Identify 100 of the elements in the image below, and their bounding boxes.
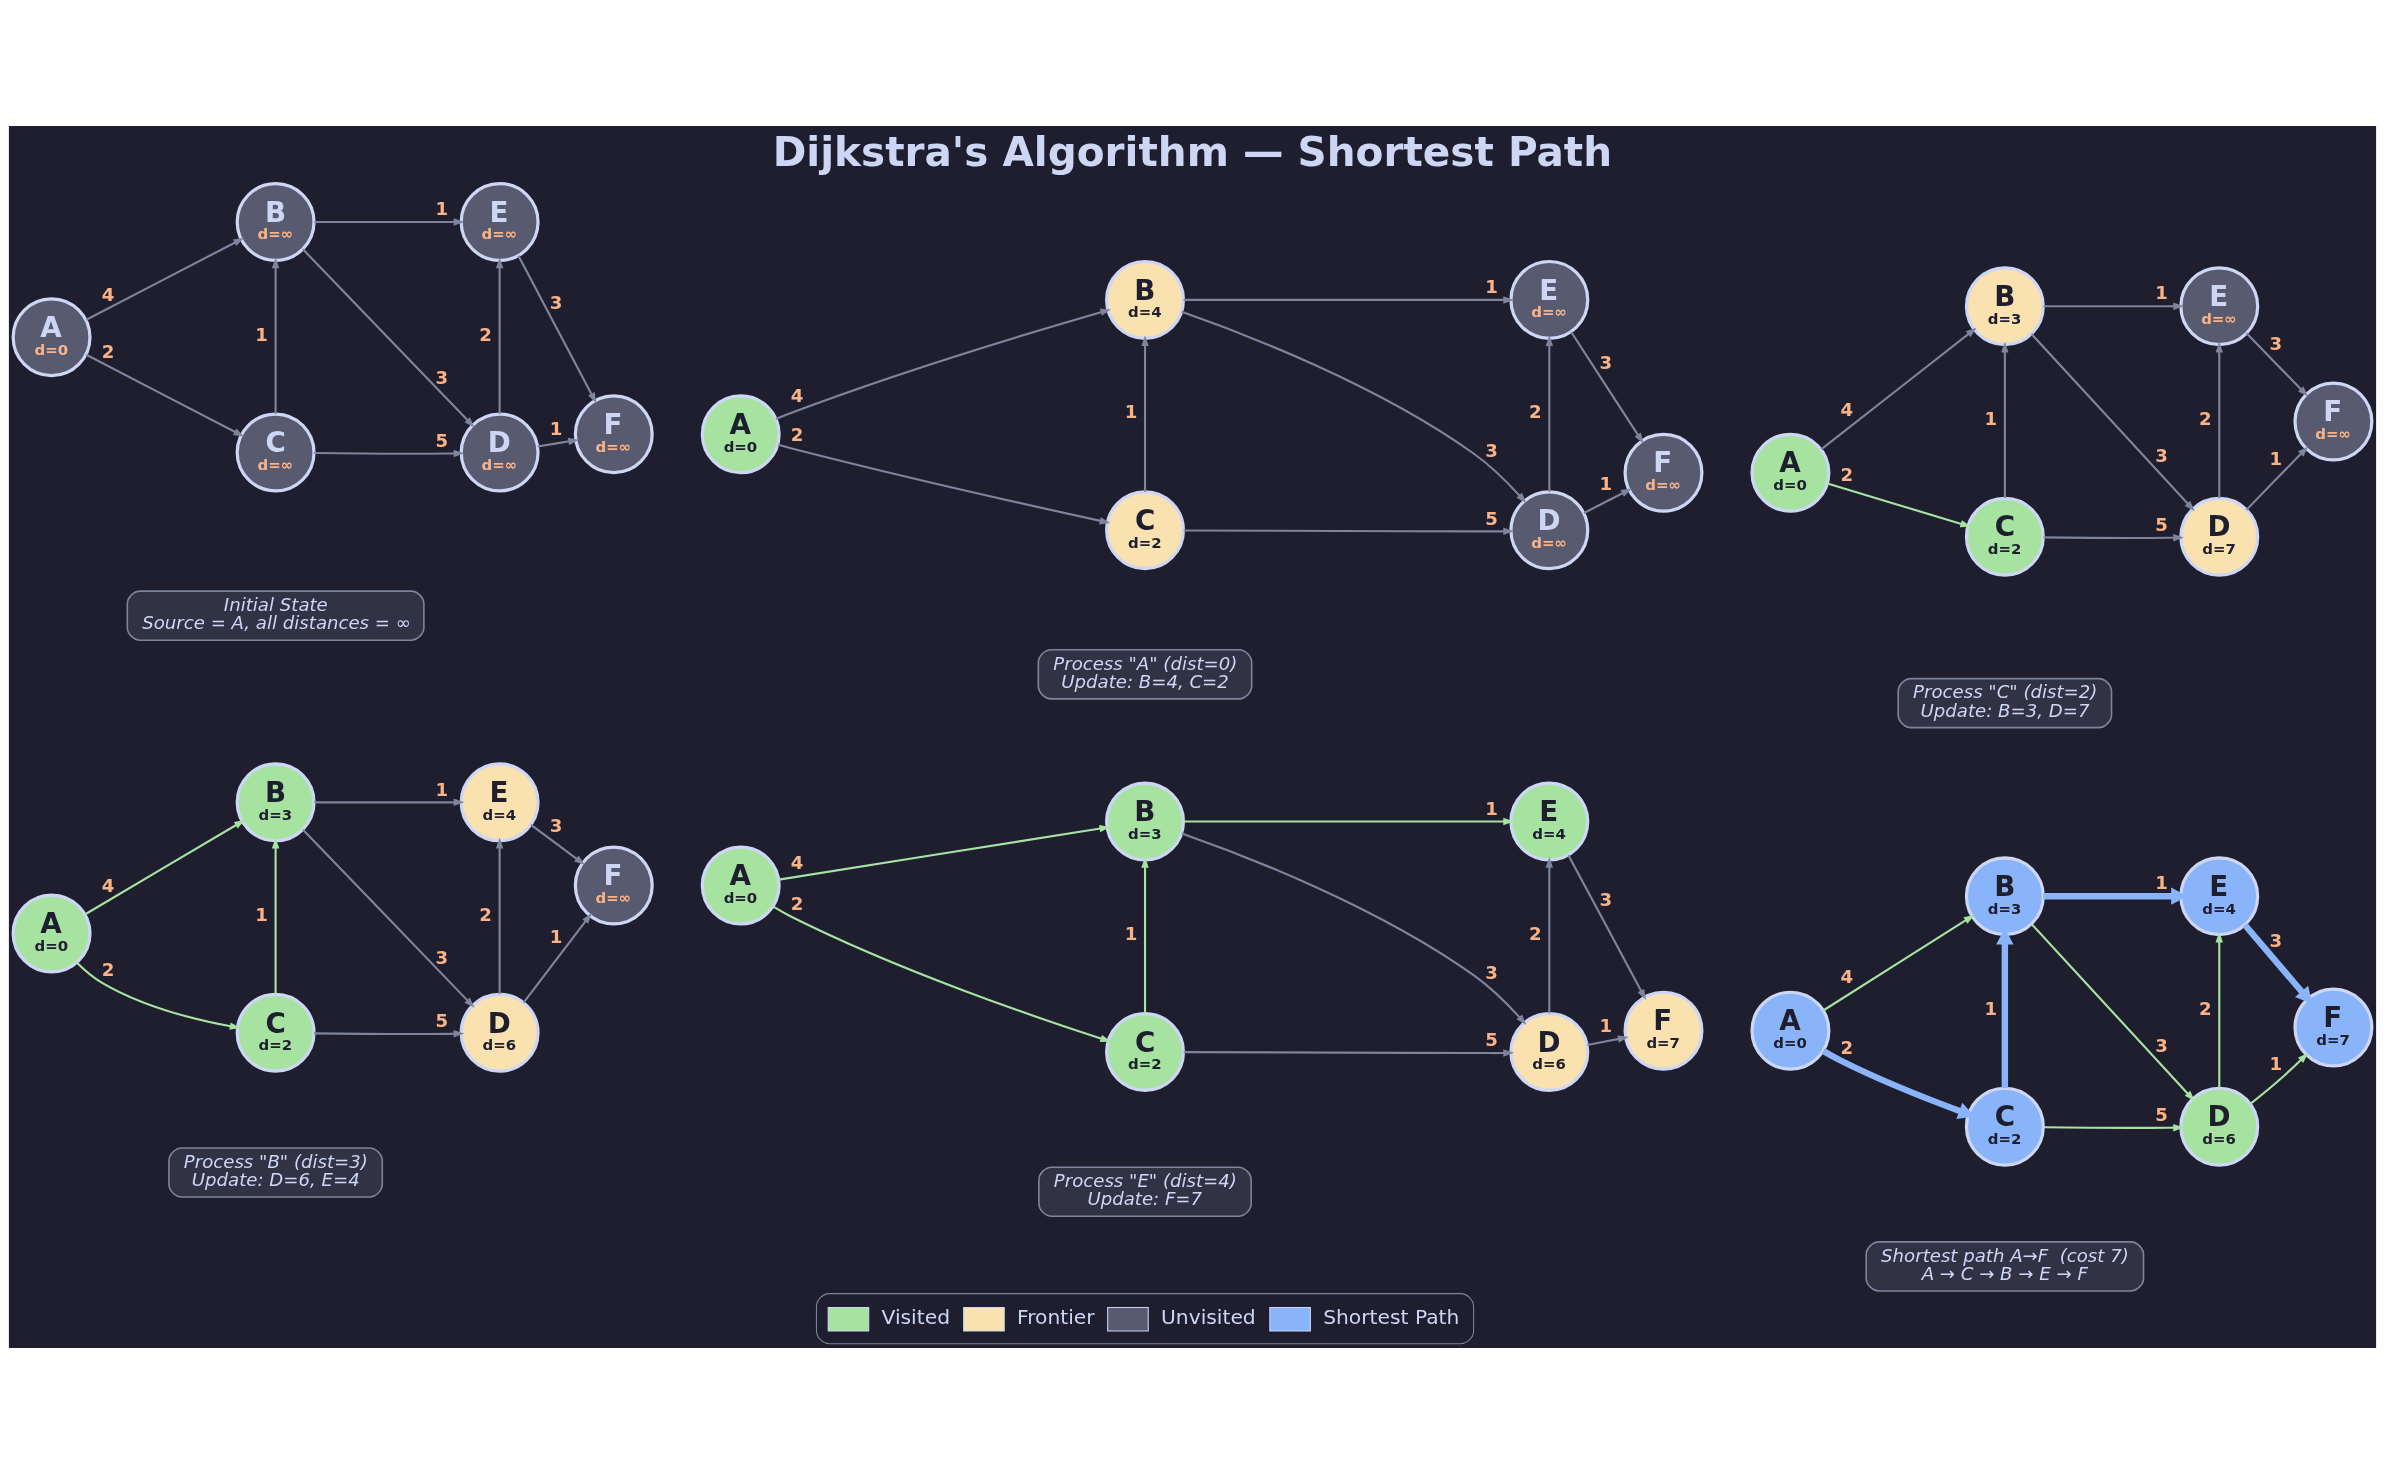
arrow [1820,327,1977,450]
arrow [778,824,1111,881]
legend-label: Shortest Path [1323,1304,1460,1329]
node-box: Process "C" (dist=2) Update: B=3, D=7 [1897,677,2113,728]
edge-label: 1 [1485,797,1498,819]
node-circle: C d=∞ [235,411,316,492]
node-circle: A d=0 [11,893,92,974]
edge-label: 3 [2155,1034,2168,1056]
arrow [76,961,241,1030]
arrow [1183,1048,1514,1057]
edge-label: 4 [790,851,804,873]
arrow [302,828,475,1008]
node-circle: E d=∞ [2179,265,2260,346]
node-circle: D d=∞ [459,411,540,492]
node-circle: F d=∞ [2293,381,2374,461]
arrow [1183,527,1514,535]
edge-label: 3 [1485,439,1498,461]
node-circle: B d=∞ [235,181,316,262]
edge-label: 3 [1599,888,1613,910]
node-circle: D d=6 [2179,1086,2260,1167]
edge-label: 1 [1124,922,1138,944]
edge-label: 2 [101,958,115,980]
arrow [530,823,585,865]
edge-label: 1 [1599,472,1613,494]
edge-label: 2 [1529,922,1542,944]
node-circle: D d=6 [459,992,540,1073]
arrow [495,256,504,414]
edge-label: 2 [479,323,492,345]
edge-label: 1 [2269,1052,2283,1074]
arrow [314,798,465,806]
arrow [2030,922,2195,1101]
legend-label: Unvisited [1161,1304,1256,1329]
node-circle: C d=2 [1964,1086,2045,1167]
edge-label: 5 [435,429,449,451]
arrow [314,449,465,457]
arrow [2043,533,2184,541]
node-circle: B d=4 [1105,259,1186,340]
edge-label: 4 [1840,965,1854,987]
edge-label: 2 [790,423,804,445]
arrow [537,437,579,447]
arrow [1587,1034,1629,1046]
node-box: Process "E" (dist=4) Update: F=7 [1038,1165,1252,1217]
node-box: Process "A" (dist=0) Update: B=4, C=2 [1037,648,1253,700]
edge-label: 2 [2199,997,2212,1019]
edge-label: 4 [790,384,804,406]
edge-label: 1 [1599,1014,1613,1036]
arrow [1141,856,1149,1013]
arrow [522,912,592,1003]
arrow [495,837,504,994]
edge-label: 1 [1984,407,1998,429]
node-circle: A d=0 [700,845,781,926]
arrow [2043,1123,2184,1131]
edge-label: 4 [1840,398,1854,420]
edge-label: 2 [101,340,115,362]
edge-label: 1 [435,778,449,800]
node-circle: E d=∞ [459,181,540,262]
arrow [271,256,280,414]
edge-label: 1 [549,417,563,439]
arrow [1183,817,1514,825]
arrow [1827,482,1972,527]
node-circle: E d=4 [2179,855,2260,936]
node-circle: C d=2 [1964,496,2045,577]
node-box: Shortest path A→F (cost 7) A → C → B → E → F [1865,1240,2145,1292]
arrow [314,1029,465,1038]
legend-label: Frontier [1017,1304,1095,1329]
arrow [302,248,475,427]
edge-label: 3 [2155,444,2168,466]
arrow [777,443,1111,524]
arrow [1181,310,1527,503]
edge-label: 1 [2269,447,2283,469]
edge-label: 4 [101,874,115,896]
arrow [2249,1052,2309,1105]
edge-label: 1 [2155,281,2168,303]
edge-label: 1 [2155,871,2168,893]
diagram-title: Dijkstra's Algorithm — Shortest Path [772,127,1613,176]
node-circle: E d=4 [459,761,540,842]
legend-label: Visited [881,1304,950,1329]
arrow [314,217,465,226]
edge-label: 1 [435,197,449,219]
arrow [1545,856,1554,1013]
edge-label: 2 [790,892,804,914]
edge-label: 2 [1840,463,1854,485]
arrow [2245,332,2309,397]
node-circle: A d=0 [700,393,781,474]
edge-label: 3 [435,366,449,388]
edge-label: 5 [2155,1103,2168,1125]
arrow [1545,334,1554,492]
node-circle: A d=0 [1750,990,1831,1071]
node-circle: A d=0 [1750,432,1831,513]
arrow [517,254,597,403]
arrow [2242,922,2313,1004]
edge-label: 3 [2269,332,2283,354]
edge-label: 2 [2199,407,2212,429]
node-circle: D d=7 [2179,496,2260,577]
edge-label: 3 [435,946,449,968]
arrow [2030,332,2195,511]
arrow [2215,341,2224,498]
edge-label: 1 [1984,997,1998,1019]
edge-label: 1 [1124,400,1138,422]
arrow [1583,488,1632,514]
